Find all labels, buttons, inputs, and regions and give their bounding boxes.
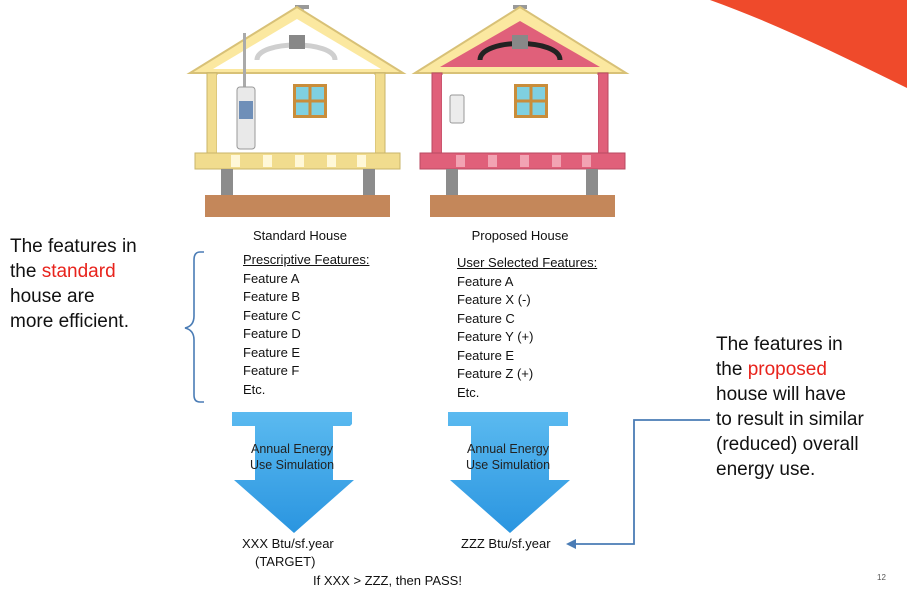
connector-arrow	[566, 419, 710, 549]
slide-number: 12	[877, 573, 886, 582]
standard-features-heading: Prescriptive Features:	[243, 252, 370, 267]
standard-house-illustration	[186, 5, 407, 217]
standard-features-list: Prescriptive Features: Feature A Feature…	[243, 251, 369, 399]
list-item: Etc.	[457, 384, 480, 400]
list-item: Feature X (-)	[457, 292, 531, 307]
proposed-features-list: User Selected Features: Feature A Featur…	[457, 254, 597, 402]
standard-simulation-label: Annual Energy Use Simulation	[249, 442, 335, 472]
standard-result: XXX Btu/sf.year (TARGET)	[242, 535, 334, 571]
list-item: Feature Z (+)	[457, 366, 534, 381]
proposed-highlight: proposed	[747, 359, 827, 380]
standard-highlight: standard	[41, 261, 116, 282]
right-note: The features in the proposed house will …	[716, 334, 864, 480]
corner-decoration	[710, 0, 907, 88]
list-item: Feature A	[243, 270, 300, 286]
standard-house-caption: Standard House	[253, 228, 347, 243]
list-item: Feature Y (+)	[457, 329, 534, 344]
list-item: Feature F	[243, 363, 300, 378]
standard-simulation-arrow	[232, 412, 354, 533]
pass-rule: If XXX > ZZZ, then PASS!	[313, 573, 462, 588]
list-item: Feature C	[457, 310, 515, 326]
proposed-house-caption: Proposed House	[471, 228, 569, 243]
list-item: Feature B	[243, 289, 301, 304]
list-item: Etc.	[243, 381, 266, 397]
list-item: Feature C	[243, 307, 301, 323]
proposed-simulation-arrow	[448, 412, 570, 533]
target-label: (TARGET)	[255, 554, 316, 569]
left-bracket	[184, 251, 204, 403]
standard-result-value: XXX Btu/sf.year	[242, 536, 334, 551]
proposed-house-illustration	[411, 5, 630, 217]
list-item: Feature A	[457, 273, 514, 289]
list-item: Feature D	[243, 326, 301, 341]
proposed-features-heading: User Selected Features:	[457, 255, 598, 270]
list-item: Feature E	[457, 347, 515, 363]
proposed-result-value: ZZZ Btu/sf.year	[461, 536, 551, 551]
left-note: The features in the standard house are m…	[10, 236, 137, 332]
list-item: Feature E	[243, 344, 301, 360]
proposed-simulation-label: Annual Energy Use Simulation	[465, 442, 551, 472]
